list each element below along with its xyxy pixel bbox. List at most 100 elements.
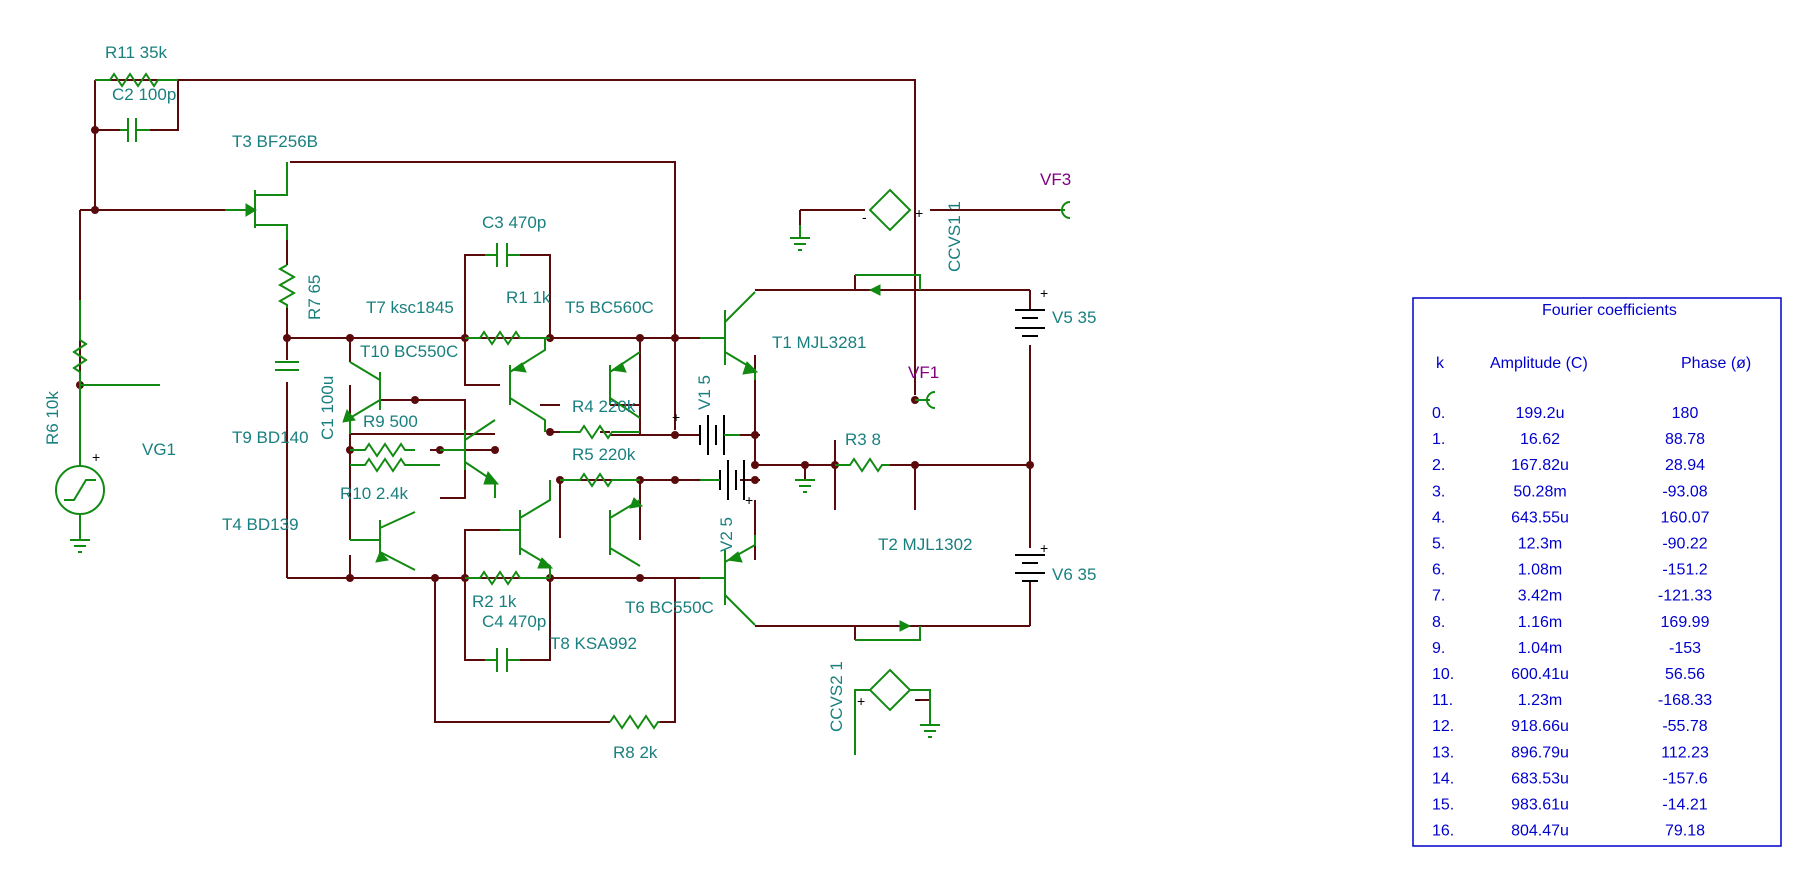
t2-transistor-symbol — [700, 535, 756, 626]
r8-label: R8 2k — [613, 743, 658, 762]
fourier-phase-cell: -151.2 — [1662, 562, 1707, 579]
r7-label: R7 65 — [305, 275, 324, 320]
v1-plus-mark: + — [672, 409, 680, 425]
fourier-k-cell: 12. — [1432, 718, 1454, 735]
ccvs1-minus-mark: - — [862, 209, 867, 225]
t6-transistor-symbol — [609, 497, 644, 567]
c2-label: C2 100p — [112, 85, 176, 104]
c3-capacitor-symbol — [485, 243, 520, 267]
fourier-k-cell: 16. — [1432, 823, 1454, 840]
fourier-phase-cell: -55.78 — [1662, 718, 1707, 735]
fourier-phase-cell: -153 — [1669, 640, 1701, 657]
t6-label: T6 BC550C — [625, 598, 714, 617]
fourier-amplitude-cell: 3.42m — [1518, 588, 1562, 605]
r4-label: R4 220k — [572, 397, 636, 416]
t9-transistor-symbol — [440, 419, 500, 498]
t1-label: T1 MJL3281 — [772, 333, 867, 352]
v6-plus-mark: + — [1040, 540, 1048, 556]
fourier-amplitude-cell: 643.55u — [1511, 509, 1569, 526]
v5-arrow-box — [855, 274, 921, 290]
fourier-phase-cell: -157.6 — [1662, 770, 1707, 787]
ccvs1-label: CCVS1 1 — [945, 201, 964, 272]
v1-battery-symbol — [699, 415, 740, 455]
v6-arrow-box — [855, 626, 921, 641]
fourier-amplitude-cell: 918.66u — [1511, 718, 1569, 735]
fourier-phase-cell: 180 — [1672, 405, 1699, 422]
vf1-probe-symbol — [915, 391, 936, 409]
fourier-k-cell: 2. — [1432, 457, 1445, 474]
r11-label: R11 35k — [105, 43, 168, 62]
r6-label: R6 10k — [43, 391, 62, 445]
ccvs2-minus-mark: - — [916, 691, 921, 707]
v2-plus-mark: + — [745, 492, 753, 508]
r10-resistor-symbol — [350, 457, 440, 473]
fourier-k-cell: 3. — [1432, 483, 1445, 500]
fourier-amplitude-cell: 683.53u — [1511, 770, 1569, 787]
fourier-phase-cell: -121.33 — [1658, 588, 1712, 605]
component-labels: R11 35k C2 100p T3 BF256B C3 470p T7 ksc… — [43, 43, 1096, 762]
r3-resistor-symbol — [835, 457, 890, 473]
t8-label: T8 KSA992 — [550, 634, 637, 653]
fourier-title: Fourier coefficients — [1542, 302, 1677, 319]
fourier-k-cell: 0. — [1432, 405, 1445, 422]
fourier-amplitude-cell: 12.3m — [1518, 536, 1562, 553]
vg1-generator-symbol — [55, 384, 160, 553]
fourier-amplitude-cell: 1.08m — [1518, 562, 1562, 579]
fourier-amplitude-cell: 1.16m — [1518, 614, 1562, 631]
r1-label: R1 1k — [506, 288, 551, 307]
fourier-amplitude-cell: 50.28m — [1513, 483, 1566, 500]
fourier-amplitude-cell: 199.2u — [1516, 405, 1565, 422]
v6-current-arrow-icon — [899, 620, 912, 632]
r5-resistor-symbol — [560, 472, 640, 488]
r5-label: R5 220k — [572, 445, 636, 464]
r9-label: R9 500 — [363, 412, 418, 431]
fourier-k-cell: 8. — [1432, 614, 1445, 631]
fourier-amplitude-cell: 804.47u — [1511, 823, 1569, 840]
fourier-k-cell: 10. — [1432, 666, 1454, 683]
c1-capacitor-symbol — [275, 361, 299, 371]
v2-label: V2 5 — [717, 517, 736, 552]
fourier-k-cell: 6. — [1432, 562, 1445, 579]
r3-label: R3 8 — [845, 430, 881, 449]
fourier-amplitude-cell: 1.04m — [1518, 640, 1562, 657]
fourier-amplitude-cell: 896.79u — [1511, 744, 1569, 761]
fourier-amplitude-cell: 600.41u — [1511, 666, 1569, 683]
v1-label: V1 5 — [695, 375, 714, 410]
vf1-label: VF1 — [908, 363, 939, 382]
fourier-k-cell: 13. — [1432, 744, 1454, 761]
fourier-phase-cell: 160.07 — [1661, 509, 1710, 526]
ccvs2-label: CCVS2 1 — [827, 661, 846, 732]
ccvs1-plus-mark: + — [915, 205, 923, 221]
v5-label: V5 35 — [1052, 308, 1096, 327]
fourier-k-cell: 15. — [1432, 797, 1454, 814]
fourier-header-amplitude: Amplitude (C) — [1490, 355, 1588, 372]
v5-current-arrow-icon — [868, 284, 881, 296]
fourier-phase-cell: 28.94 — [1665, 457, 1705, 474]
fourier-coefficients-panel: Fourier coefficients k Amplitude (C) Pha… — [1412, 297, 1782, 847]
fourier-phase-cell: 169.99 — [1661, 614, 1710, 631]
c4-capacitor-symbol — [485, 648, 520, 672]
t9-label: T9 BD140 — [232, 428, 309, 447]
t10-transistor-symbol — [342, 361, 381, 434]
fourier-k-cell: 9. — [1432, 640, 1445, 657]
r1-resistor-symbol — [465, 330, 550, 346]
r7-resistor-symbol — [277, 264, 297, 308]
c4-label: C4 470p — [482, 612, 546, 631]
v5-plus-mark: + — [1040, 285, 1048, 301]
fourier-k-cell: 14. — [1432, 770, 1454, 787]
fourier-amplitude-cell: 983.61u — [1511, 797, 1569, 814]
v5-battery-symbol — [1015, 309, 1045, 337]
vf3-label: VF3 — [1040, 170, 1071, 189]
fourier-phase-cell: 88.78 — [1665, 431, 1705, 448]
fourier-header-phase: Phase (ø) — [1681, 355, 1751, 372]
ccvs2-plus-mark: + — [857, 693, 865, 709]
ccvs2-source-symbol — [854, 668, 940, 755]
vg1-label: VG1 — [142, 440, 176, 459]
t3-label: T3 BF256B — [232, 132, 318, 151]
r2-resistor-symbol — [465, 570, 550, 586]
fourier-phase-cell: 56.56 — [1665, 666, 1705, 683]
t4-transistor-symbol — [350, 511, 416, 571]
c2-capacitor-symbol — [120, 118, 150, 142]
